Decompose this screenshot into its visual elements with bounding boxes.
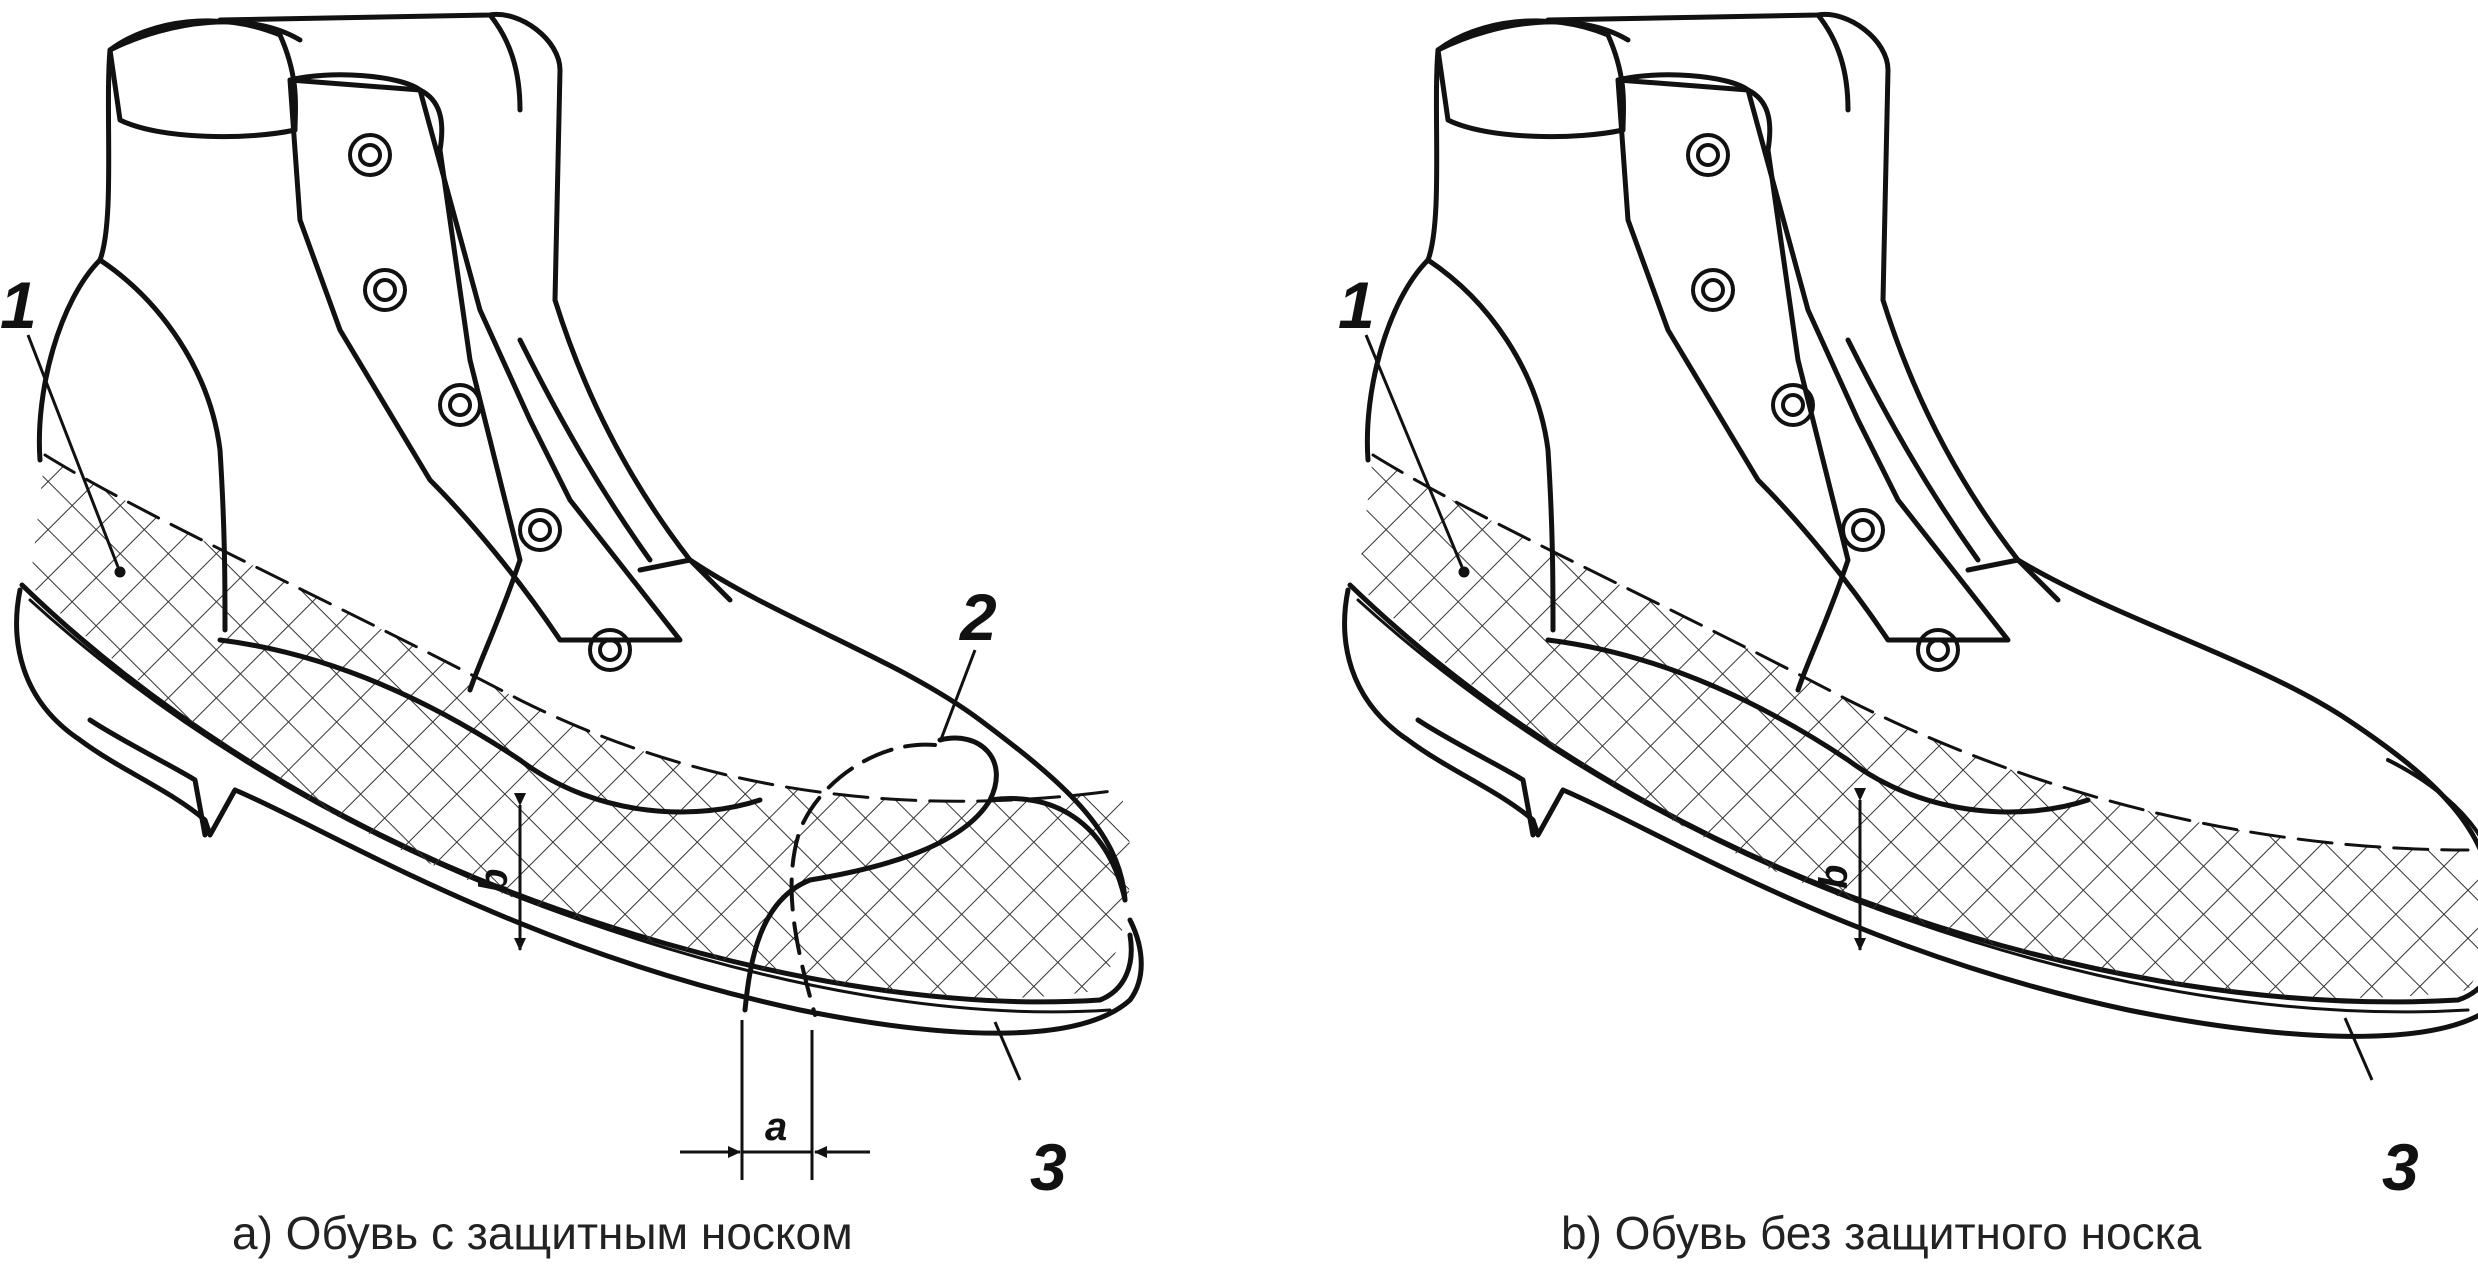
shaft-back	[36, 19, 303, 463]
heel	[1415, 717, 1536, 838]
collar	[107, 18, 299, 140]
shaft-front-inner	[517, 337, 653, 563]
protection-zone-border	[43, 453, 1122, 803]
protection-zone-border	[1371, 453, 2470, 852]
dim-label-b-b: b	[1812, 865, 1856, 889]
vamp-seam	[217, 637, 763, 815]
label-part-1-a: 1	[0, 268, 37, 342]
vamp-seam	[1545, 637, 2091, 815]
collar-padding	[1545, 11, 1891, 303]
back-counter	[1425, 257, 1556, 633]
boot-with-protective-toecap	[14, 11, 1144, 1036]
toe-bumper	[987, 796, 1128, 903]
shaft-back	[1364, 19, 1631, 463]
shaft-front-inner	[1845, 337, 1981, 563]
outsole	[1342, 587, 2478, 1039]
eyelet-facing	[287, 72, 683, 643]
dim-label-a: a	[765, 1105, 787, 1149]
toe-line	[2386, 758, 2478, 837]
outsole	[14, 587, 1144, 1036]
heel	[87, 717, 208, 838]
collar-padding	[217, 11, 563, 303]
label-part-3-a: 3	[1030, 1130, 1067, 1204]
protection-zone	[1358, 455, 2478, 998]
label-part-1-b: 1	[1338, 268, 1375, 342]
toe-cap-hidden-edge	[789, 742, 937, 1017]
collar	[1435, 18, 1627, 140]
lace-flap	[1965, 557, 2061, 603]
welt-line	[1356, 598, 2470, 1014]
caption-boot-without-toecap: b) Обувь без защитного носка	[1561, 1207, 2202, 1259]
eyelets	[1686, 133, 1960, 672]
label-part-2-a: 2	[958, 580, 997, 654]
dim-label-b-a: b	[472, 869, 516, 893]
caption-boot-with-toecap: a) Обувь с защитным носком	[232, 1207, 853, 1259]
annotations-b	[1364, 334, 2374, 1081]
toe-cap	[742, 735, 999, 1013]
back-counter	[97, 257, 228, 633]
eyelets	[348, 133, 632, 672]
eyelet-facing	[1615, 72, 2011, 643]
welt-line	[28, 598, 1112, 1014]
lace-flap	[637, 557, 733, 603]
shaft-front	[552, 297, 1128, 903]
label-part-3-b: 3	[2382, 1130, 2419, 1204]
collar-fold	[1815, 12, 1851, 113]
annotations-a	[26, 334, 1022, 1180]
collar-fold	[487, 12, 523, 113]
tongue	[1615, 77, 1851, 693]
protection-zone	[30, 455, 1131, 998]
boot-without-protective-toecap	[1342, 11, 2478, 1039]
tongue	[287, 77, 523, 693]
